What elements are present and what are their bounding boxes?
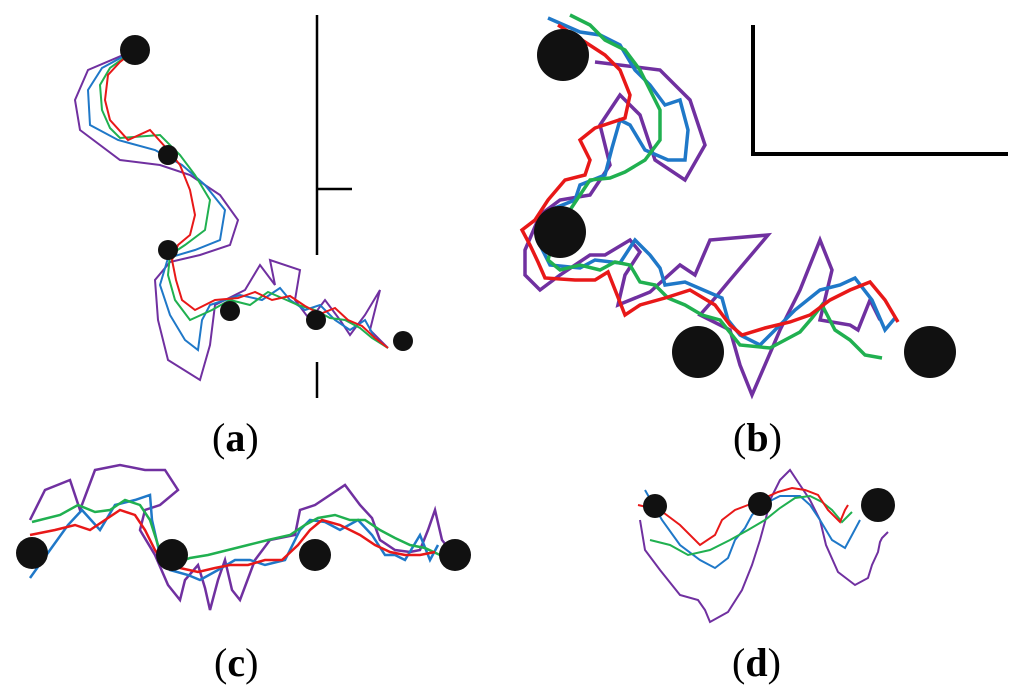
panel-b xyxy=(519,13,1008,400)
panel-a-marker xyxy=(158,240,178,260)
panel-b-label: (b) xyxy=(733,418,782,458)
panel-b-label-letter: b xyxy=(746,415,769,460)
panel-d-marker xyxy=(748,492,772,516)
panel-c-markers xyxy=(16,537,471,571)
panel-a-marker xyxy=(393,331,413,351)
panel-c-trace-purple xyxy=(28,463,451,611)
panel-d-marker xyxy=(643,494,667,518)
panel-c-label-close: ) xyxy=(245,640,259,685)
panel-c-trace-red xyxy=(29,508,436,574)
panel-a-trace-green xyxy=(98,49,389,349)
panel-b-marker xyxy=(904,326,956,378)
panel-b-markers xyxy=(534,29,956,378)
panel-c-marker xyxy=(299,539,331,571)
panel-d-label: (d) xyxy=(732,643,781,683)
panel-d-label-open: ( xyxy=(732,640,746,685)
panel-a-axis xyxy=(315,15,352,398)
panel-b-trace-green xyxy=(546,13,883,360)
panel-b-trace-red xyxy=(519,23,900,337)
panel-c-trace-green xyxy=(31,498,441,567)
panel-d-trace-green xyxy=(649,494,853,557)
panel-b-scale-bar xyxy=(751,25,1008,156)
panel-a-label: (a) xyxy=(212,418,259,458)
panel-b-marker xyxy=(537,29,589,81)
panel-a-trace-red xyxy=(103,49,389,349)
panel-c-marker xyxy=(439,539,471,571)
panel-d xyxy=(637,468,895,624)
panel-a-trace-purple xyxy=(73,49,389,382)
panel-d-label-letter: d xyxy=(745,640,768,685)
panel-c-trace-blue xyxy=(28,493,440,582)
panel-b-trace-purple xyxy=(523,60,882,400)
panel-c-label: (c) xyxy=(214,643,258,683)
panel-c xyxy=(16,463,471,611)
panel-a-marker xyxy=(220,301,240,321)
panel-a-marker xyxy=(306,310,326,330)
panel-a-label-letter: a xyxy=(225,415,246,460)
panel-c-label-open: ( xyxy=(214,640,228,685)
panel-b-trace-blue xyxy=(538,16,897,348)
panel-b-label-close: ) xyxy=(768,415,782,460)
panel-a-label-close: ) xyxy=(245,415,259,460)
panel-b-marker xyxy=(534,206,586,258)
panel-c-label-letter: c xyxy=(227,640,246,685)
panel-a-trace-blue xyxy=(86,49,389,352)
panel-a xyxy=(73,15,413,398)
panel-a-marker xyxy=(158,145,178,165)
panel-b-scale-bar-corner xyxy=(751,25,1008,156)
panel-d-trace-purple xyxy=(639,468,889,624)
panel-c-marker xyxy=(16,537,48,569)
panel-c-marker xyxy=(156,539,188,571)
panel-a-label-open: ( xyxy=(212,415,226,460)
panel-b-marker xyxy=(672,326,724,378)
panel-d-markers xyxy=(643,488,895,522)
panel-d-label-close: ) xyxy=(767,640,781,685)
panel-a-marker xyxy=(120,35,150,65)
panel-d-marker xyxy=(861,488,895,522)
panel-a-markers xyxy=(120,35,413,351)
panel-b-label-open: ( xyxy=(733,415,747,460)
